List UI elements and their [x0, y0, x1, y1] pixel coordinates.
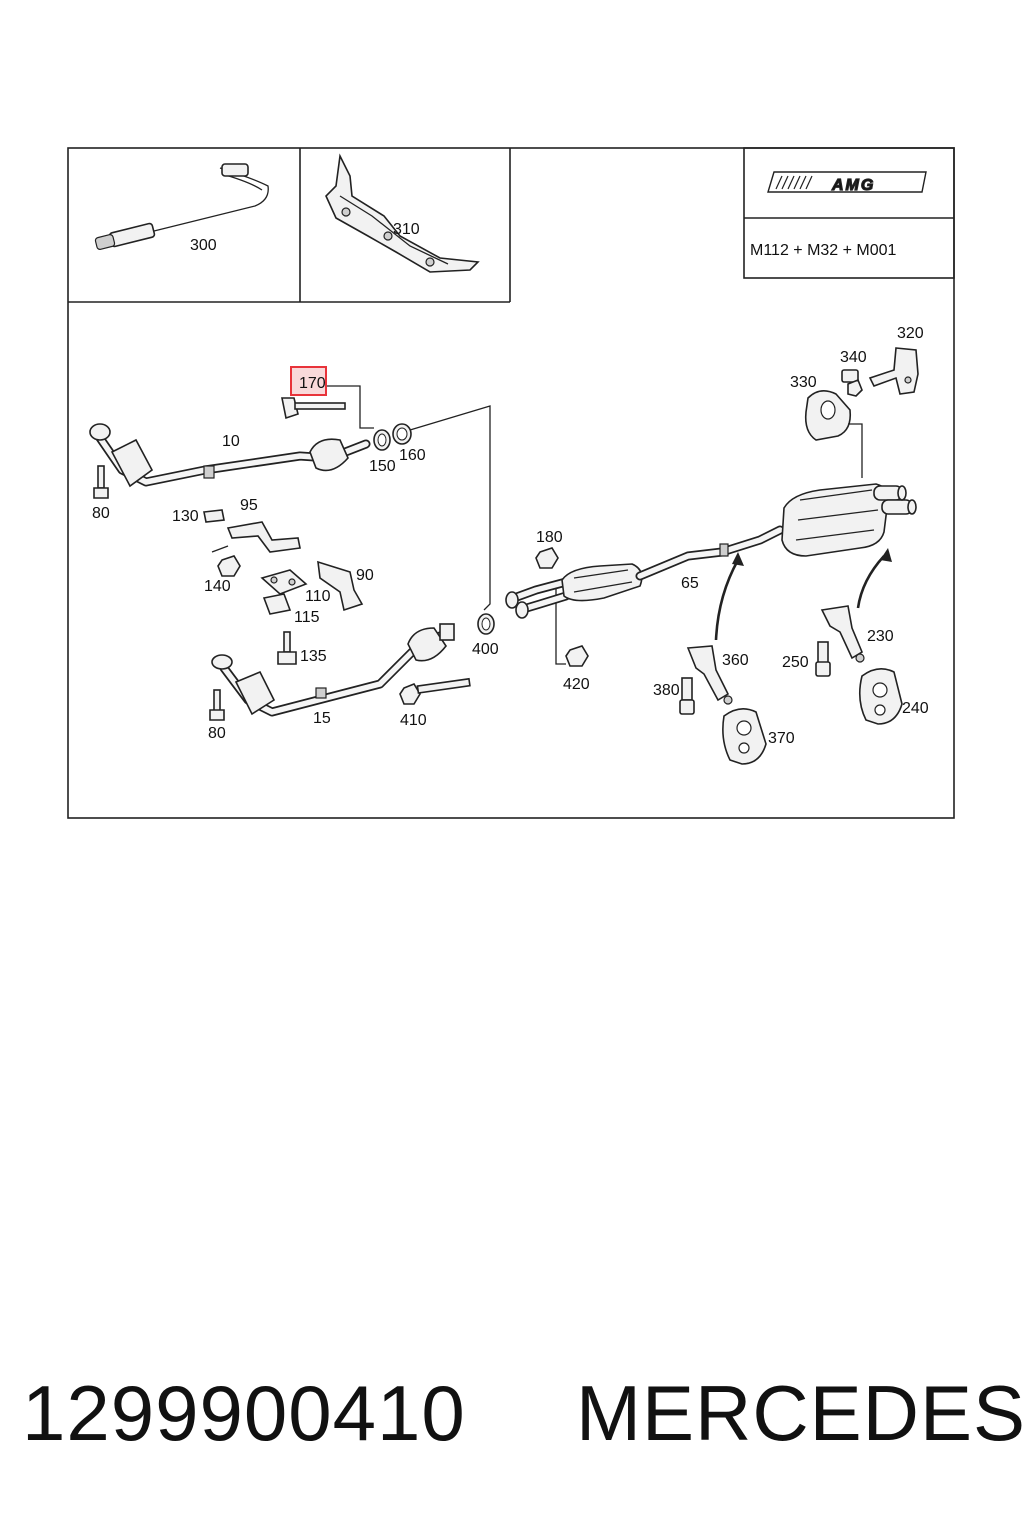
callout-340: 340: [840, 349, 867, 366]
callout-65: 65: [681, 575, 699, 592]
clamp-115: 115: [262, 593, 320, 626]
nut-140: 140: [204, 555, 241, 595]
nut-420: 420: [555, 582, 590, 693]
ring-400: 400: [472, 613, 499, 658]
callout-115: 115: [294, 609, 320, 626]
rear-muffler: [781, 483, 917, 557]
front-pipe-10: 10: [89, 423, 371, 488]
callout-170: 170: [299, 375, 326, 392]
heat-shield-310: 310: [325, 153, 480, 273]
callout-310: 310: [393, 221, 420, 238]
front-pipe-15: 15: [211, 623, 455, 727]
callout-160: 160: [399, 447, 426, 464]
amg-logo-text: AMG: [831, 177, 875, 194]
bolt-380: 380: [653, 677, 695, 715]
bolt-80-lower: 80: [208, 689, 226, 742]
callout-80-upper: 80: [92, 505, 110, 522]
callout-360: 360: [722, 652, 749, 669]
callout-330: 330: [790, 374, 817, 391]
callout-95: 95: [240, 497, 258, 514]
bolt-135: 135: [277, 631, 327, 665]
callout-240: 240: [902, 700, 929, 717]
callout-320: 320: [897, 325, 924, 342]
nut-180: 180: [535, 529, 563, 569]
callout-10: 10: [222, 433, 240, 450]
callout-140: 140: [204, 578, 231, 595]
clamp-ring-160: 160: [392, 405, 491, 611]
bolt-170: 170: [281, 366, 374, 429]
callout-250: 250: [782, 654, 809, 671]
callout-150: 150: [369, 458, 396, 475]
oxygen-sensor-300: 300: [94, 163, 269, 254]
callout-135: 135: [300, 648, 327, 665]
callout-180: 180: [536, 529, 563, 546]
bracket-320: 320: [868, 325, 924, 395]
callout-400: 400: [472, 641, 499, 658]
engine-code-label: M112 + M32 + M001: [750, 242, 897, 259]
brand-label: MERCEDES: [576, 1369, 1024, 1457]
rubber-mount-370: 370: [722, 708, 795, 765]
rubber-mount-330: 330: [790, 374, 863, 478]
bracket-90: 90: [317, 560, 374, 612]
rubber-mount-240: 240: [858, 668, 929, 725]
highlight-box-170: [290, 366, 327, 396]
bolt-80-upper: 80: [92, 465, 110, 522]
bracket-95: 95: [211, 497, 301, 553]
callout-370: 370: [768, 730, 795, 747]
mount-arrows: [714, 548, 892, 641]
callout-230: 230: [867, 628, 894, 645]
callout-15: 15: [313, 710, 331, 727]
amg-logo: AMG: [767, 171, 927, 195]
part-number-label: 1299900410: [22, 1369, 466, 1457]
callout-380: 380: [653, 682, 680, 699]
callout-410: 410: [400, 712, 427, 729]
bracket-230: 230: [820, 605, 894, 663]
bolt-340: 340: [840, 349, 867, 397]
bolt-410: 410: [399, 677, 471, 729]
middle-pipe-65: 65: [505, 525, 785, 619]
diagram-frame: [67, 147, 955, 819]
callout-80-lower: 80: [208, 725, 226, 742]
callout-110: 110: [305, 588, 331, 605]
gasket-150: 150: [369, 429, 396, 475]
callout-130: 130: [172, 508, 199, 525]
bracket-360: 360: [686, 645, 749, 705]
callout-90: 90: [356, 567, 374, 584]
callout-420: 420: [563, 676, 590, 693]
bracket-110: 110: [260, 569, 331, 605]
callout-300: 300: [190, 237, 217, 254]
bracket-130: 130: [172, 508, 225, 525]
bolt-250: 250: [782, 641, 831, 677]
